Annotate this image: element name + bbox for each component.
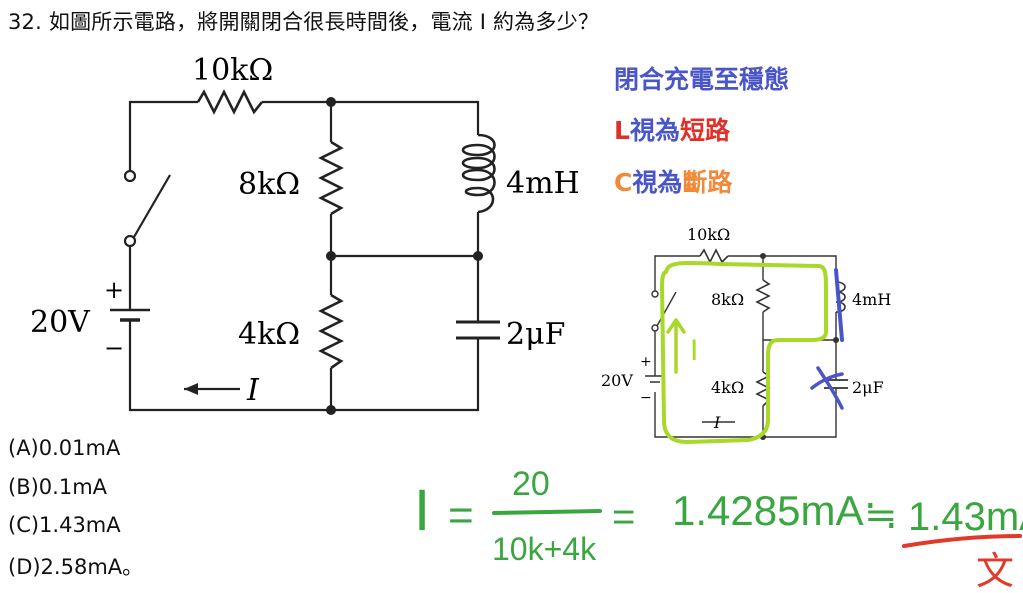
switch-lever-icon xyxy=(133,174,171,238)
label-plus: + xyxy=(104,276,124,304)
small-switch-lever-icon xyxy=(656,291,677,327)
switch-contact-bottom xyxy=(123,234,137,248)
answer-underline xyxy=(902,534,1022,548)
resistor-8k-icon xyxy=(318,140,344,216)
label-4k: 4kΩ xyxy=(238,317,300,352)
current-loop-highlight xyxy=(660,261,828,444)
hw-approx: ≒ xyxy=(864,493,898,537)
small-wire-top-right xyxy=(728,255,837,282)
small-resistor-10k-icon xyxy=(699,248,729,264)
fraction-bar xyxy=(492,509,602,515)
small-label-current: I xyxy=(713,413,721,432)
wire-bottom xyxy=(128,330,480,412)
current-arrow-head xyxy=(184,383,198,395)
inductor-short-mark xyxy=(834,268,844,342)
note-open-circuit: 斷路 xyxy=(682,168,733,197)
small-label-20v: 20V xyxy=(601,371,633,390)
inductor-4mh-icon xyxy=(461,133,496,214)
small-label-4mh: 4mH xyxy=(852,290,891,309)
small-label-minus: − xyxy=(640,390,652,406)
junction-dots xyxy=(326,97,483,415)
note-treat-as-2: 視為 xyxy=(632,168,683,197)
small-wire-bottom xyxy=(654,388,837,438)
hw-equals-1: = xyxy=(448,491,474,540)
option-d: (D)2.58mA。 xyxy=(8,555,144,579)
answer-mark-icon: 文 xyxy=(976,551,1014,593)
note-capacitor-open: C視為斷路 xyxy=(614,163,732,199)
hw-denominator: 10k+4k xyxy=(492,531,597,567)
note-inductor-short: L視為短路 xyxy=(614,111,730,147)
note-treat-as: 視為 xyxy=(629,116,680,145)
note-short-circuit: 短路 xyxy=(679,116,730,145)
main-circuit xyxy=(110,89,500,412)
note-l-letter: L xyxy=(614,116,630,145)
small-switch-top xyxy=(651,290,659,298)
loop-current-label: I xyxy=(690,334,698,367)
small-wire-top-left xyxy=(654,255,700,292)
small-label-2uf: 2μF xyxy=(852,378,884,397)
option-c: (C)1.43mA xyxy=(8,513,121,537)
small-resistor-8k-icon xyxy=(755,279,771,313)
label-20v: 20V xyxy=(30,305,91,340)
label-10k: 10kΩ xyxy=(192,53,273,88)
loop-current-arrow-icon xyxy=(666,318,686,374)
wire-junction xyxy=(331,212,480,258)
capacitor-cross-icon xyxy=(810,366,844,410)
wire-top-right xyxy=(262,100,480,135)
resistor-4k-icon xyxy=(318,293,344,370)
small-label-8k: 8kΩ xyxy=(711,290,744,309)
switch-contact-top xyxy=(123,169,137,183)
hw-numerator: 20 xyxy=(512,465,550,503)
hw-answer: 1.43mA xyxy=(908,495,1023,539)
label-2uf: 2μF xyxy=(506,317,565,352)
note-c-letter: C xyxy=(614,168,633,197)
question-text: 32. 如圖所示電路，將開關閉合很長時間後，電流 I 約為多少？ xyxy=(8,10,600,34)
label-current: I xyxy=(246,373,260,408)
small-label-plus: + xyxy=(640,354,652,370)
small-label-4k: 4kΩ xyxy=(711,378,744,397)
small-switch-bottom xyxy=(651,324,659,332)
small-inductor-icon xyxy=(835,281,846,313)
label-8k: 8kΩ xyxy=(238,167,300,202)
option-b: (B)0.1mA xyxy=(8,475,108,499)
hw-result: 1.4285mA xyxy=(672,487,863,534)
hw-equals-2: = xyxy=(612,495,635,539)
label-4mh: 4mH xyxy=(506,166,580,201)
wire-top-left xyxy=(128,100,198,178)
small-label-10k: 10kΩ xyxy=(687,225,730,244)
note-steady-state: 閉合充電至穩態 xyxy=(614,65,790,94)
handwritten-equation: I = 20 10k+4k = 1.4285mA ≒ 1.43mA xyxy=(414,465,1023,567)
hw-i-symbol: I xyxy=(414,478,430,543)
label-minus: − xyxy=(104,334,124,362)
resistor-10k-icon xyxy=(196,89,264,115)
option-a: (A)0.01mA xyxy=(8,436,121,460)
